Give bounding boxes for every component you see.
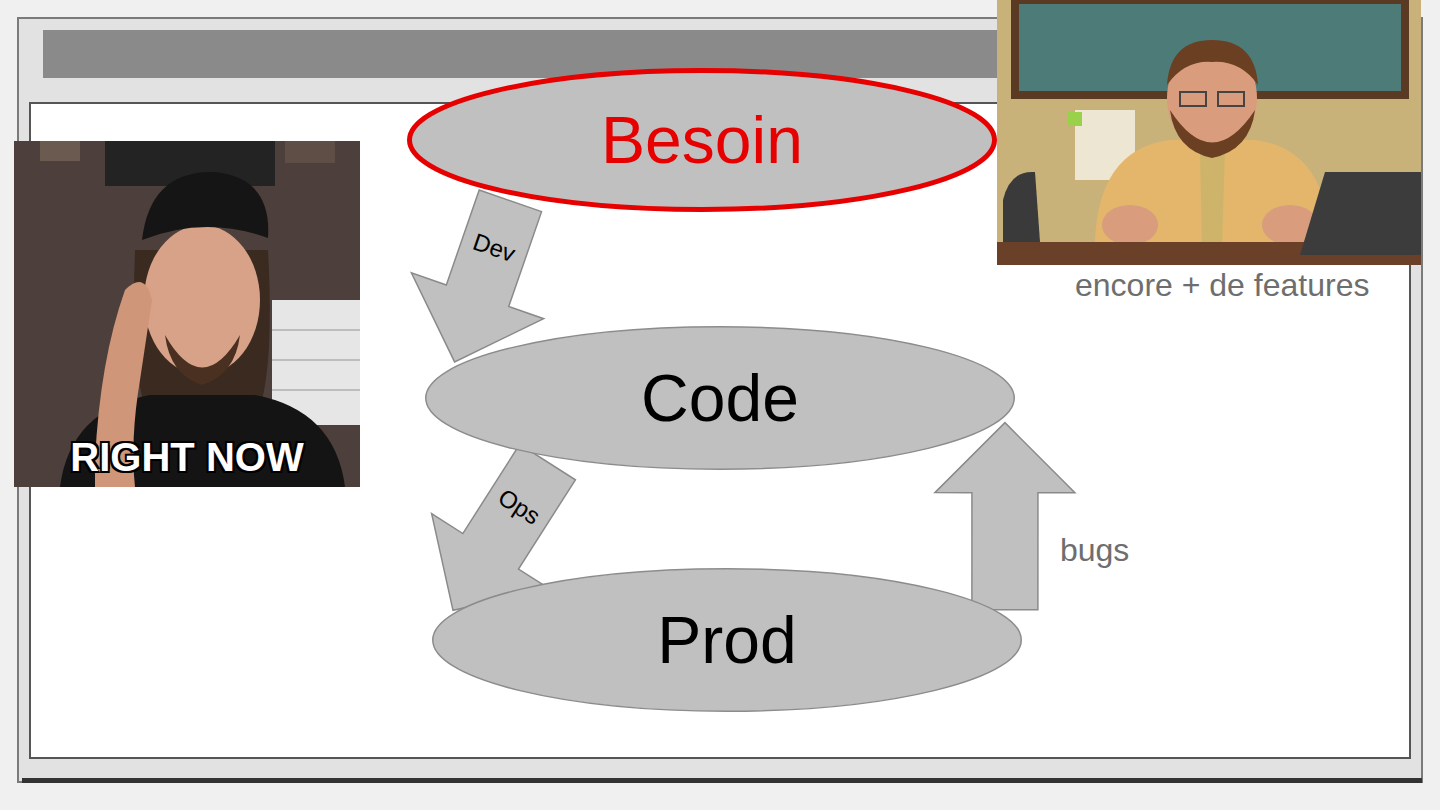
glasses bbox=[1180, 92, 1206, 106]
drawer-line bbox=[272, 359, 360, 361]
frame bbox=[40, 141, 80, 161]
caption-note: encore + de features bbox=[1075, 268, 1369, 303]
face bbox=[144, 225, 260, 375]
right-photo bbox=[997, 0, 1421, 265]
photo-ground bbox=[997, 0, 1421, 265]
sticky-note bbox=[1068, 112, 1082, 126]
dev-arrow bbox=[411, 190, 543, 362]
drawer-line bbox=[272, 329, 360, 331]
prod-ellipse: Prod bbox=[432, 568, 1022, 712]
code-ellipse: Code bbox=[425, 326, 1015, 470]
arrow-label: bugs bbox=[1060, 534, 1129, 569]
laptop bbox=[1300, 172, 1421, 255]
cap bbox=[142, 172, 268, 240]
beard bbox=[1170, 110, 1255, 158]
ellipse-shape bbox=[426, 327, 1015, 470]
node-label: Besoin bbox=[601, 104, 803, 177]
ellipse-shape bbox=[433, 569, 1022, 712]
drawer-line bbox=[272, 389, 360, 391]
frame bbox=[285, 141, 335, 163]
slide-shadow bbox=[22, 778, 1422, 783]
slide-frame bbox=[18, 18, 1422, 782]
fist bbox=[1102, 205, 1158, 245]
left-photo bbox=[14, 141, 360, 487]
ellipse-shape bbox=[410, 71, 995, 210]
node-label: Code bbox=[641, 362, 799, 435]
meme-caption: RIGHT NOW bbox=[70, 435, 303, 479]
need-ellipse: Besoin bbox=[407, 68, 997, 212]
bugs-arrow bbox=[935, 423, 1075, 610]
glasses bbox=[1218, 92, 1244, 106]
node-label: Prod bbox=[657, 604, 796, 677]
hair bbox=[1167, 40, 1258, 85]
title-bar bbox=[43, 30, 1000, 78]
photo-ground bbox=[14, 141, 360, 487]
beard bbox=[165, 335, 240, 385]
lamp bbox=[1003, 172, 1040, 242]
